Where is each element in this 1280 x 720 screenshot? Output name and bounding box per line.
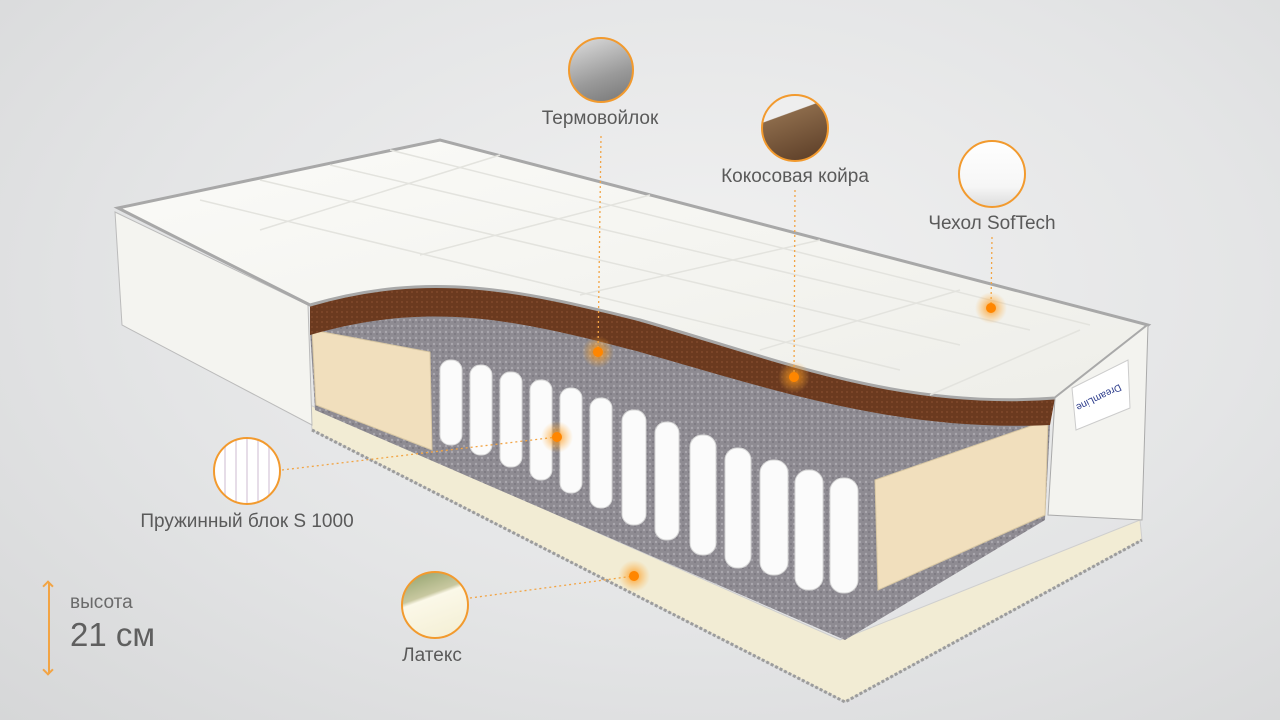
leader-lines <box>281 135 993 599</box>
label-latex: Латекс <box>402 645 462 666</box>
label-springs: Пружинный блок S 1000 <box>140 511 354 532</box>
height-indicator: высота 21 см <box>40 582 200 674</box>
height-value: 21 см <box>70 616 156 653</box>
foam-block-right <box>874 419 1049 591</box>
mattress-top-cover <box>113 138 1152 402</box>
coconut-layer <box>310 286 1055 426</box>
brand-tag: DreamLine <box>1071 359 1131 431</box>
mattress-left-side <box>114 211 313 426</box>
felt-layer <box>310 315 1050 640</box>
cover-thumbnail <box>958 140 1026 208</box>
height-arrow-icon <box>48 582 50 674</box>
label-thermofelt: Термовойлок <box>541 108 659 129</box>
springs-thumbnail <box>213 437 281 505</box>
foam-block-left <box>311 329 433 451</box>
spring-block <box>439 359 859 594</box>
latex-thumbnail <box>401 571 469 639</box>
height-caption: высота <box>70 592 133 613</box>
thermofelt-thumbnail <box>568 37 634 103</box>
label-coconut: Кокосовая койра <box>721 166 869 187</box>
label-cover: Чехол SofTech <box>928 213 1056 234</box>
hotspot-markers <box>541 292 1007 592</box>
coconut-thumbnail <box>761 94 829 162</box>
